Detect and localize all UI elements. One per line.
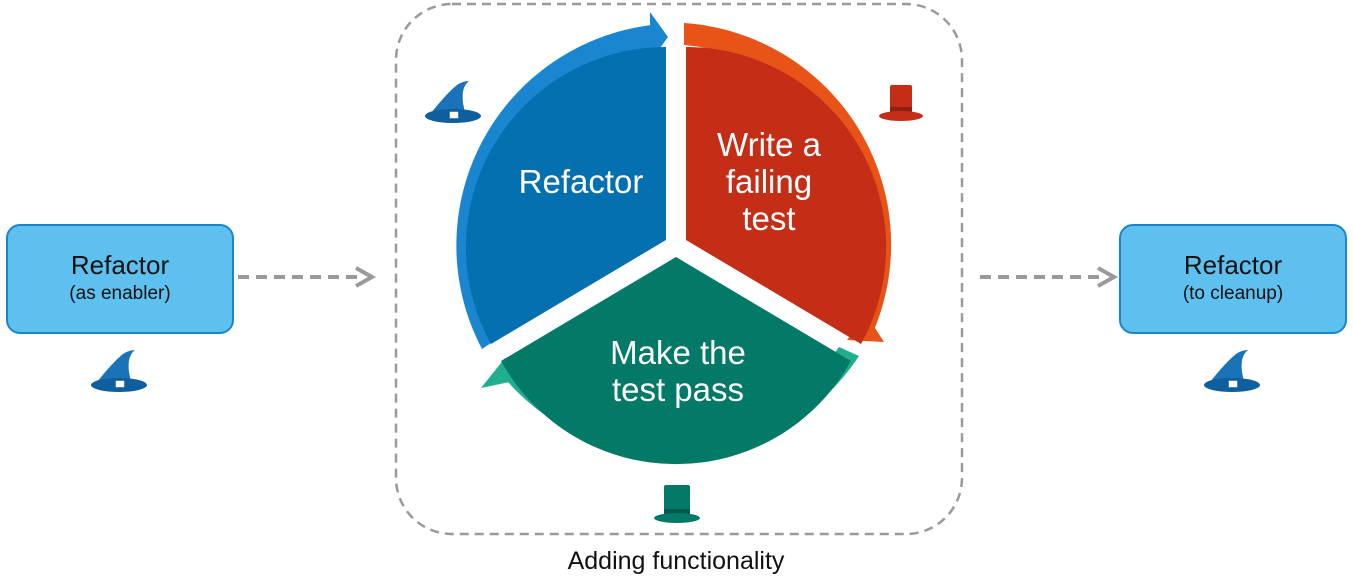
refactor-cleanup-box: Refactor (to cleanup)	[1119, 224, 1347, 334]
write-test-segment	[686, 46, 887, 345]
refactor-cleanup-title: Refactor	[1183, 250, 1283, 280]
make-pass-segment-label: Make the test pass	[610, 334, 746, 408]
write-test-segment-label: Write a failing test	[717, 126, 821, 237]
refactor-segment	[465, 46, 666, 344]
refactor-enabler-subtitle: (as enabler)	[69, 283, 171, 304]
refactor-segment-label: Refactor	[518, 163, 644, 200]
wizard-hat-icon	[1204, 350, 1260, 392]
refactor-enabler-title: Refactor	[70, 250, 170, 280]
wizard-hat-icon	[425, 81, 481, 123]
wizard-hat-icon	[91, 350, 147, 392]
top-hat-icon	[654, 485, 700, 523]
refactor-cleanup-subtitle: (to cleanup)	[1182, 283, 1284, 304]
left-connector-arrow	[238, 266, 377, 288]
top-hat-icon	[879, 85, 923, 121]
refactor-enabler-box: Refactor (as enabler)	[6, 224, 234, 334]
functionality-group-border	[394, 2, 964, 536]
group-caption: Adding functionality	[567, 547, 785, 575]
make-pass-segment	[501, 257, 851, 465]
right-connector-arrow	[980, 266, 1119, 288]
